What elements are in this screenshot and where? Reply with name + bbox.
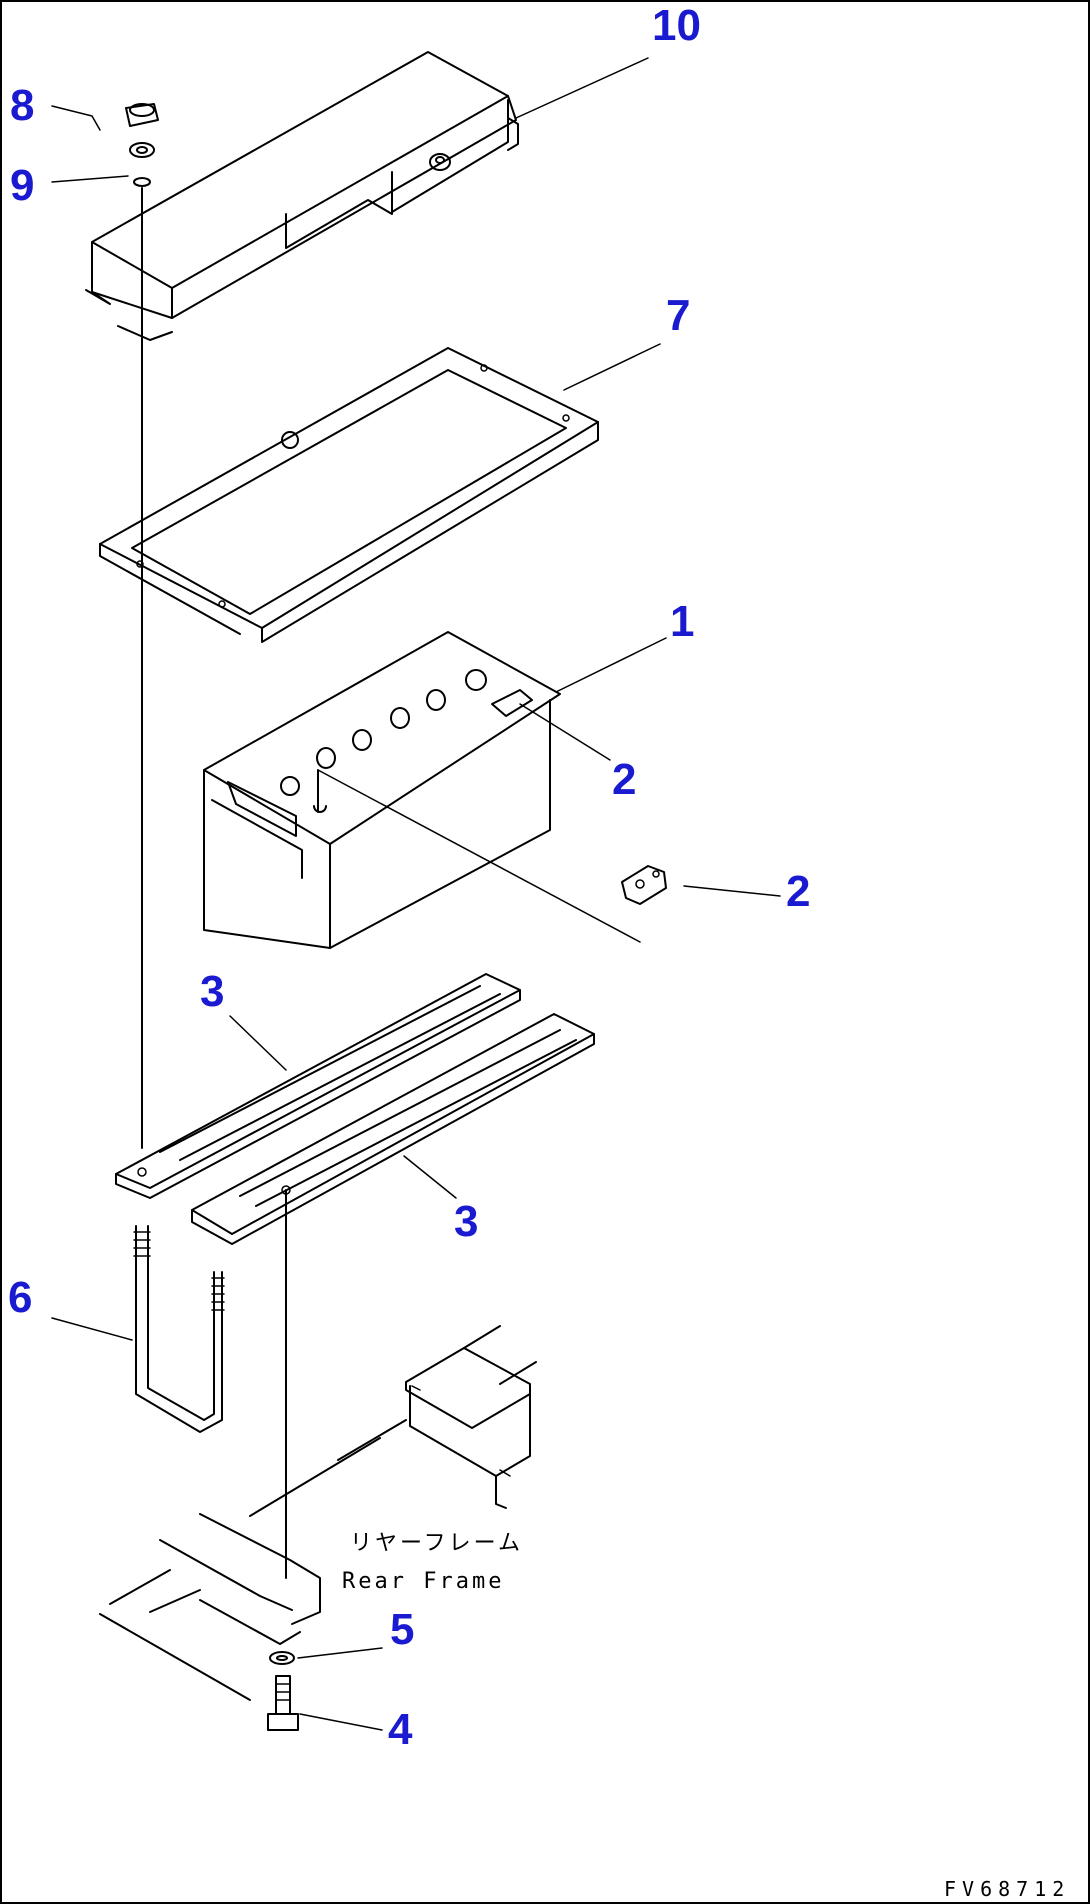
callout-6: 6 <box>8 1273 32 1322</box>
callout-2-upper: 2 <box>612 755 636 804</box>
callout-1: 1 <box>670 597 694 646</box>
leader-lines <box>51 57 781 1731</box>
part-2-terminal <box>621 865 667 905</box>
part-5-washer <box>269 1651 295 1665</box>
callout-4: 4 <box>388 1705 413 1754</box>
callout-8: 8 <box>10 81 34 130</box>
part-4-bolt <box>267 1675 299 1731</box>
rear-frame-structure <box>99 1325 537 1701</box>
part-3-rail-left <box>115 973 521 1199</box>
frame-label-english: Rear Frame <box>342 1569 504 1594</box>
callout-10: 10 <box>652 1 701 50</box>
drawing-code: FV68712 <box>944 1877 1070 1901</box>
callout-2-lower: 2 <box>786 867 810 916</box>
part-6-j-bolt <box>133 1225 225 1433</box>
part-10-battery-cover <box>85 51 519 341</box>
callout-9: 9 <box>10 161 34 210</box>
callout-3-upper: 3 <box>200 967 224 1016</box>
callout-7: 7 <box>666 291 690 340</box>
part-8-nut <box>125 103 159 127</box>
part-9-washer <box>129 142 155 187</box>
callout-3-lower: 3 <box>454 1197 478 1246</box>
part-1-battery <box>203 631 641 949</box>
part-7-battery-frame <box>99 347 599 643</box>
part-3-rail-right <box>191 1013 595 1245</box>
frame-label-japanese: リヤーフレーム <box>350 1531 523 1556</box>
callout-5: 5 <box>390 1605 414 1654</box>
